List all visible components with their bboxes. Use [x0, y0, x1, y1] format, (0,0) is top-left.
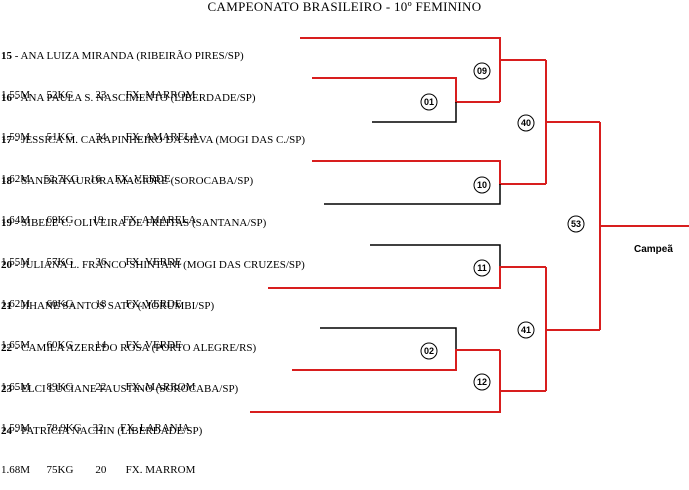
athlete-number: 20	[1, 259, 12, 271]
athlete-name: - JESSICA M. CARAPINHEIRO DA SILVA (MOGI…	[12, 134, 306, 146]
match-badge: 41	[517, 321, 535, 339]
athlete-details: 1.64M 69KG 19 FX. AMARELA	[1, 214, 197, 226]
athlete-details: 1.55M 57KG 36 FX. VERDE	[1, 256, 182, 268]
bracket-title: CAMPEONATO BRASILEIRO - 10º FEMININO	[207, 0, 482, 14]
bracket-line-loser	[372, 102, 457, 123]
bracket-line-winner	[312, 77, 500, 103]
athlete-entry: 15 - ANA LUIZA MIRANDA (RIBEIRÃO PIRES/S…	[1, 24, 244, 115]
athlete-name: - ANA LUIZA MIRANDA (RIBEIRÃO PIRES/SP)	[12, 50, 244, 62]
match-number: 09	[477, 66, 487, 76]
athlete-name: - SIBELE C. OLIVEIRA DE FREITAS (SANTANA…	[12, 217, 267, 229]
match-badge: 02	[420, 342, 438, 360]
athlete-entry: 21 - JIHANE SANTOS SATO (MORUMBI/SP) 1.6…	[1, 274, 214, 365]
champion-label: Campeã	[634, 244, 673, 255]
athlete-number: 17	[1, 134, 12, 146]
bracket-line-loser	[320, 327, 457, 350]
bracket-line-winner	[300, 37, 546, 61]
athlete-details: 1.65M 89KG 22 FX. MARROM	[1, 381, 196, 393]
athlete-details: 1.62M 52,7KG 16 FX. VERDE	[1, 173, 171, 185]
bracket-line-winner	[499, 350, 546, 392]
athlete-number: 21	[1, 300, 12, 312]
athlete-name: - CAMILA AZEREDO ROSA (PORTO ALEGRE/RS)	[12, 342, 257, 354]
athlete-number: 23	[1, 383, 12, 395]
match-number: 12	[477, 377, 487, 387]
bracket-line-loser	[370, 244, 501, 267]
athlete-name: - ELCI LUCIANE FAUSTINO (SOROCABA/SP)	[12, 383, 239, 395]
match-number: 02	[424, 346, 434, 356]
athlete-name: - JULIANA L. FRANCO SHINTANI (MOGI DAS C…	[12, 259, 305, 271]
match-badge: 01	[420, 93, 438, 111]
athlete-number: 19	[1, 217, 12, 229]
bracket-line-loser	[250, 391, 501, 413]
athlete-name: - PATRICIA NACHIN (LIBERDADE/SP)	[12, 425, 203, 437]
bracket-line-winner	[292, 349, 500, 371]
match-badge: 09	[473, 62, 491, 80]
athlete-entry: 17 - JESSICA M. CARAPINHEIRO DA SILVA (M…	[1, 108, 305, 199]
athlete-entry: 16 - ANA PAULA S. NASCIMENTO (LIBERDADE/…	[1, 66, 256, 157]
bracket-line-winner	[268, 266, 546, 289]
match-number: 11	[477, 263, 487, 273]
athlete-entry: 22 - CAMILA AZEREDO ROSA (PORTO ALEGRE/R…	[1, 316, 256, 407]
athlete-details: 1.68M 75KG 20 FX. MARROM	[1, 464, 196, 476]
bracket-line-winner	[312, 160, 546, 185]
match-number: 41	[521, 325, 531, 335]
athlete-entry: 18 - SANDRA AURORA MAGIORE (SOROCABA/SP)…	[1, 149, 253, 240]
athlete-details: 1.59M 51KG 34 FX. AMARELA	[1, 131, 200, 143]
match-number: 01	[424, 97, 434, 107]
athlete-name: - JIHANE SANTOS SATO (MORUMBI/SP)	[12, 300, 215, 312]
bracket-line-loser	[324, 184, 501, 205]
match-number: 10	[477, 180, 487, 190]
athlete-number: 16	[1, 92, 12, 104]
athlete-name: - ANA PAULA S. NASCIMENTO (LIBERDADE/SP)	[12, 92, 256, 104]
athlete-number: 22	[1, 342, 12, 354]
athlete-details: 1.55M 52KG 23 FX. MARROM	[1, 89, 196, 101]
athlete-entry: 20 - JULIANA L. FRANCO SHINTANI (MOGI DA…	[1, 233, 305, 324]
match-number: 40	[521, 118, 531, 128]
match-badge: 12	[473, 373, 491, 391]
bracket-lines: 09 01 40 10 53 11 41 02 12	[250, 37, 689, 413]
match-number: 53	[571, 219, 581, 229]
athlete-number: 15	[1, 50, 12, 62]
match-badge: 53	[567, 215, 585, 233]
athlete-entry: 19 - SIBELE C. OLIVEIRA DE FREITAS (SANT…	[1, 191, 266, 282]
athlete-details: 1.65M 60KG 14 FX. VERDE	[1, 339, 182, 351]
match-badge: 11	[473, 259, 491, 277]
athlete-name: - SANDRA AURORA MAGIORE (SOROCABA/SP)	[12, 175, 254, 187]
athlete-details: 1.62M 60KG 18 FX. VERDE	[1, 298, 182, 310]
match-badge: 40	[517, 114, 535, 132]
athlete-number: 18	[1, 175, 12, 187]
match-badge: 10	[473, 176, 491, 194]
athlete-number: 24	[1, 425, 12, 437]
